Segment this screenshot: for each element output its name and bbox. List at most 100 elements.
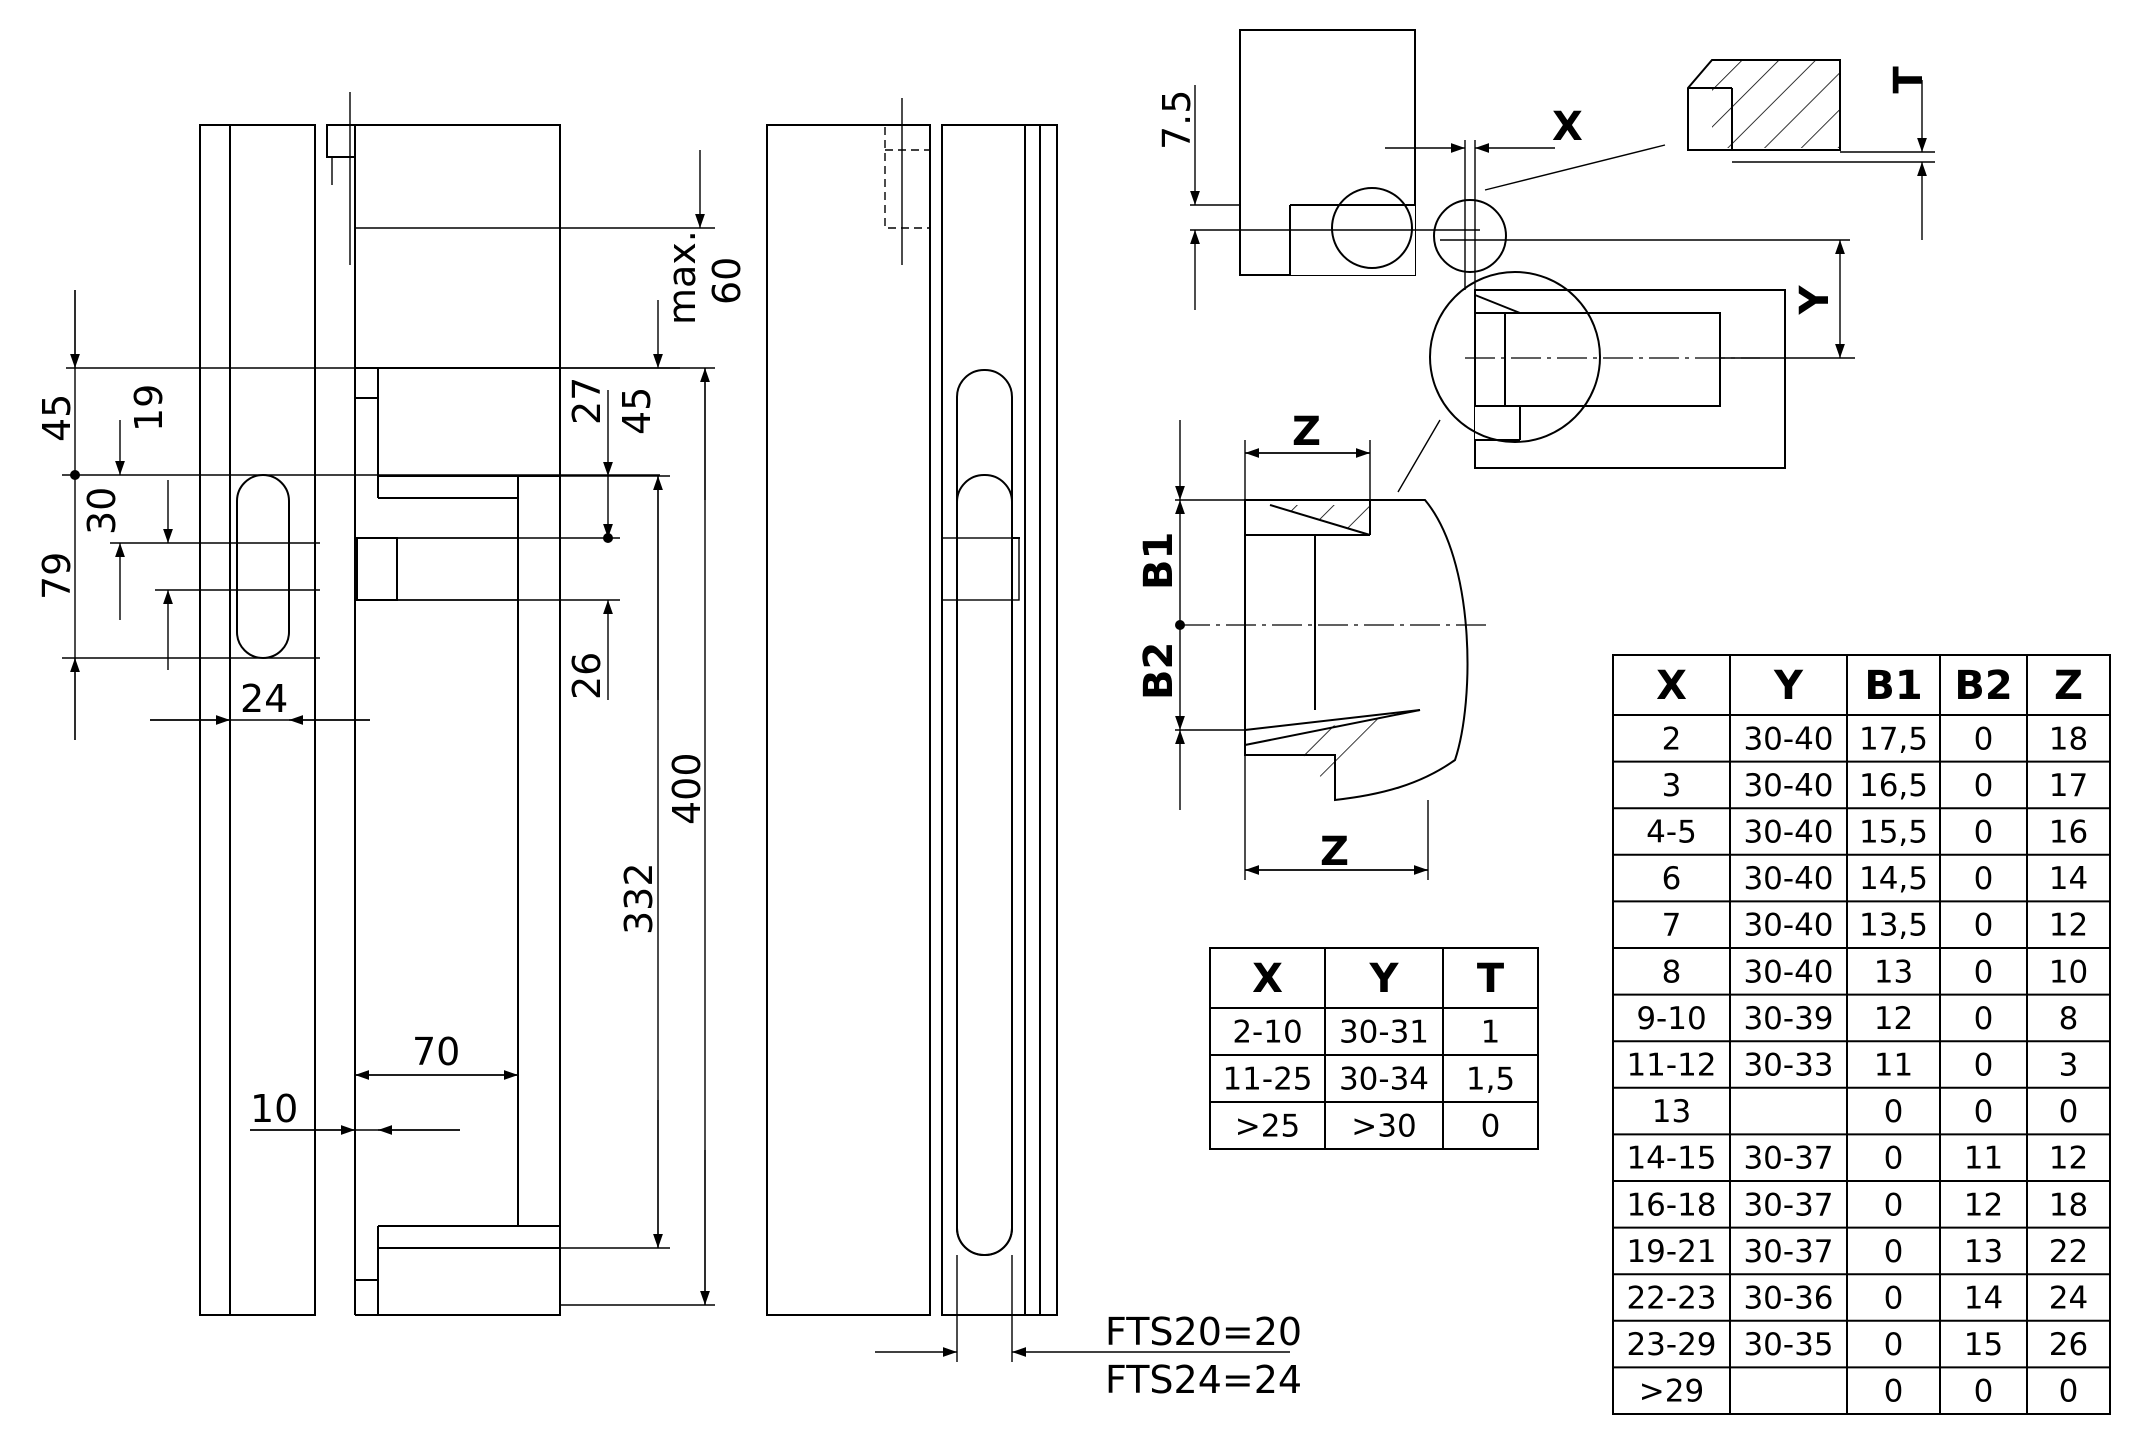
table-cell: 8 (2059, 1001, 2079, 1037)
dim-79: 79 (35, 552, 79, 600)
table-cell: 24 (2049, 1281, 2088, 1317)
label-x: X (1552, 104, 1583, 150)
table-cell: 2 (1662, 721, 1682, 757)
table-cell: 14-15 (1626, 1141, 1716, 1177)
label-z-top: Z (1292, 409, 1321, 455)
table-cell: 0 (1974, 1001, 1994, 1037)
table-cell: 30-34 (1339, 1062, 1429, 1098)
table-cell: 30-39 (1743, 1001, 1833, 1037)
table-cell: 4-5 (1646, 815, 1697, 851)
dim-70: 70 (412, 1030, 460, 1074)
frame-section-top (354, 124, 561, 369)
detail-circle-y (1429, 271, 1601, 443)
table-cell: 0 (1974, 861, 1994, 897)
table-cell: 8 (1662, 954, 1682, 990)
label-z-bottom: Z (1320, 829, 1349, 875)
fts24-label: FTS24=24 (1105, 1358, 1302, 1402)
table-cell: 11 (1964, 1141, 2003, 1177)
table-cell: 1 (1481, 1015, 1501, 1051)
table-cell: 0 (1884, 1234, 1904, 1270)
table-cell: 30-40 (1743, 721, 1833, 757)
table-cell: 12 (2049, 908, 2088, 944)
table-cell: 16-18 (1626, 1187, 1716, 1223)
table-cell: 15 (1964, 1327, 2003, 1363)
table-cell: 0 (1884, 1327, 1904, 1363)
table-cell: 0 (1974, 954, 1994, 990)
slot-opening (236, 474, 290, 659)
table-cell: 30-40 (1743, 954, 1833, 990)
detail-top: 7.5 X T (1155, 29, 1935, 310)
table-cell: 12 (1964, 1187, 2003, 1223)
table-header-cell: Z (2054, 663, 2083, 709)
table-cell: 30-40 (1743, 815, 1833, 851)
table-cell: >29 (1639, 1374, 1704, 1410)
table-cell: 11 (1874, 1048, 1913, 1084)
table-cell: 7 (1662, 908, 1682, 944)
table-cell: >30 (1351, 1109, 1416, 1145)
table-cell: 30-31 (1339, 1015, 1429, 1051)
label-t: T (1886, 66, 1932, 94)
fts20-label: FTS20=20 (1105, 1310, 1302, 1354)
left-view: 45 19 30 79 24 10 70 max. 60 27 45 26 40… (35, 92, 749, 1316)
table-cell: 13 (1652, 1094, 1691, 1130)
dim-45-right: 45 (615, 387, 659, 435)
table-cell: 16,5 (1859, 768, 1928, 804)
dim-30: 30 (80, 487, 124, 535)
table-header-cell: X (1252, 956, 1283, 1002)
detail-bottom: Z Z B1 B2 (1136, 409, 1490, 880)
table-cell: 11-25 (1222, 1062, 1312, 1098)
leaf-front (766, 124, 931, 1316)
table-cell: 11-12 (1626, 1048, 1716, 1084)
frame-section-mid (377, 367, 561, 477)
dim-24: 24 (240, 677, 288, 721)
table-cell: 0 (1884, 1094, 1904, 1130)
dim-26: 26 (565, 652, 609, 700)
table-cell: 30-35 (1743, 1327, 1833, 1363)
pull-handle-outer (956, 369, 1013, 1256)
dim-332: 332 (617, 862, 661, 935)
table-cell: 12 (1874, 1001, 1913, 1037)
table-header-cell: B2 (1954, 663, 2012, 709)
label-b2: B2 (1136, 642, 1182, 700)
table-cell: 17,5 (1859, 721, 1928, 757)
table-cell: 23-29 (1626, 1327, 1716, 1363)
dim-60: 60 (705, 257, 749, 305)
detail-circle-right (1433, 199, 1507, 273)
table-cell: 0 (1974, 768, 1994, 804)
table-cell: 14,5 (1859, 861, 1928, 897)
table-cell: 0 (1884, 1141, 1904, 1177)
dim-7-5: 7.5 (1155, 90, 1199, 150)
table-cell: 1,5 (1466, 1062, 1515, 1098)
table-cell: 30-37 (1743, 1187, 1833, 1223)
table-cell: 0 (1974, 1094, 1994, 1130)
table-cell: 30-33 (1743, 1048, 1833, 1084)
table-cell: 22-23 (1626, 1281, 1716, 1317)
dim-27: 27 (565, 377, 609, 425)
table-cell: 0 (2059, 1094, 2079, 1130)
table-border (1209, 947, 1539, 1150)
dim-max-label: max. (660, 230, 704, 325)
table-cell: 30-36 (1743, 1281, 1833, 1317)
table-cell: 0 (1974, 1048, 1994, 1084)
table-cell: 0 (1974, 815, 1994, 851)
table-cell: 0 (1884, 1187, 1904, 1223)
table-cell: 15,5 (1859, 815, 1928, 851)
table-cell: 13 (1874, 954, 1913, 990)
table-cell: 30-40 (1743, 768, 1833, 804)
table-cell: 10 (2049, 954, 2088, 990)
table-cell: 18 (2049, 721, 2088, 757)
table-cell: 13 (1964, 1234, 2003, 1270)
spindle-stub (356, 537, 398, 601)
table-cell: 14 (1964, 1281, 2003, 1317)
label-y: Y (1792, 284, 1838, 315)
table-cell: 26 (2049, 1327, 2088, 1363)
table-cell: 17 (2049, 768, 2088, 804)
table-cell: 14 (2049, 861, 2088, 897)
table-cell: 0 (2059, 1374, 2079, 1410)
dim-10: 10 (250, 1087, 298, 1131)
table-cell: 30-37 (1743, 1234, 1833, 1270)
table-cell: 0 (1974, 908, 1994, 944)
table-header-cell: B1 (1864, 663, 1922, 709)
